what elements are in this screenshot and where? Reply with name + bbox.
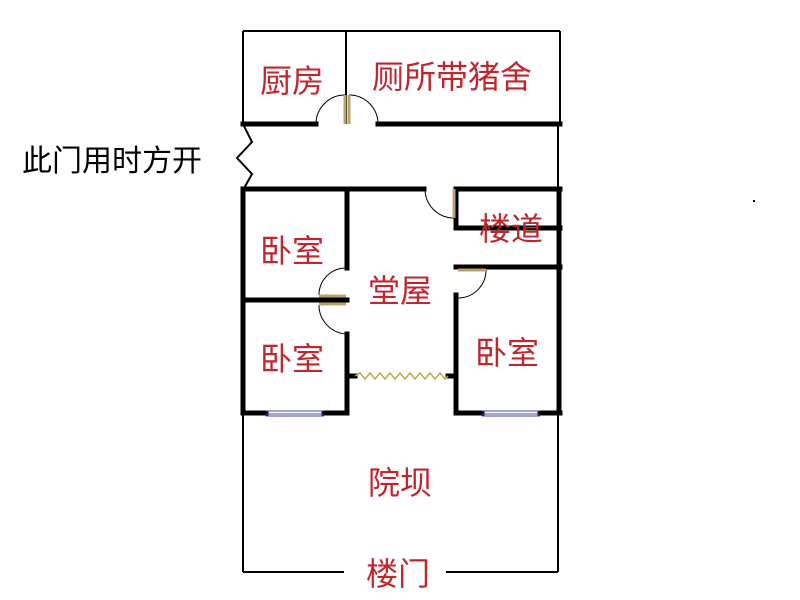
- stair-door: [424, 188, 456, 219]
- hall-label: 堂屋: [368, 272, 432, 310]
- thick-walls: [240, 121, 563, 416]
- bedroom-top-left-door: [318, 267, 347, 298]
- bedroom-top-left-label: 卧室: [260, 232, 324, 270]
- kitchen-toilet-door: [315, 94, 379, 125]
- kitchen-label: 厨房: [260, 62, 324, 100]
- side-door-note: 此门用时方开: [22, 144, 202, 179]
- bedroom-bottom-left-door: [318, 302, 347, 335]
- window-right-bedroom: [482, 410, 540, 417]
- toilet-pigsty-label: 厕所带猪舍: [372, 58, 532, 96]
- courtyard-label: 院坝: [368, 464, 432, 502]
- doors: [315, 94, 487, 335]
- windows: [266, 410, 540, 417]
- outer-walls: [235, 30, 561, 573]
- hall-curtain: [354, 371, 449, 381]
- bedroom-right-door: [457, 268, 487, 299]
- window-bottom-left-bedroom: [266, 410, 324, 417]
- side-door-opening: [235, 123, 254, 191]
- bedroom-right-label: 卧室: [475, 334, 539, 372]
- room-labels: 厨房 厕所带猪舍 楼道 卧室 堂屋 卧室 卧室 院坝 楼门: [260, 58, 543, 593]
- bedroom-bottom-left-label: 卧室: [260, 340, 324, 378]
- stairway-label: 楼道: [479, 210, 543, 248]
- building-gate-label: 楼门: [366, 555, 430, 593]
- stray-dot: [753, 200, 755, 202]
